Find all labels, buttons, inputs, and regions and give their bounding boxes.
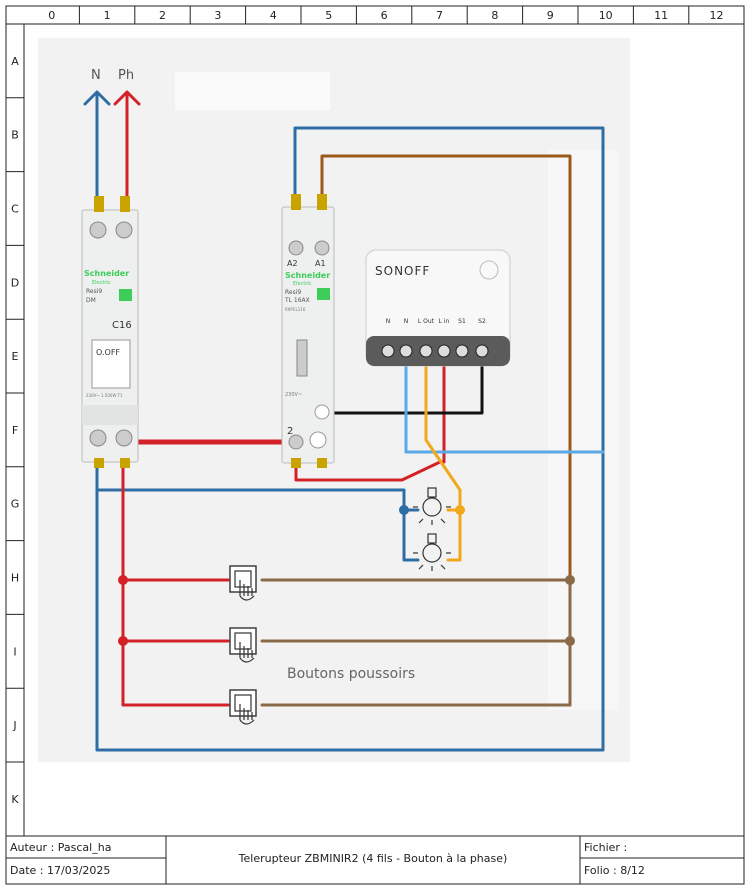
terminal-a1-label: A1 — [315, 259, 326, 268]
terminal-2-label: 2 — [287, 426, 293, 437]
row-label-I: I — [13, 645, 16, 658]
sonoff-terminal-label: S1 — [458, 318, 466, 325]
row-label-K: K — [11, 793, 19, 806]
svg-text:Electric: Electric — [92, 280, 111, 286]
column-label-8: 8 — [491, 9, 498, 22]
phase-sonoff-wire — [294, 350, 446, 482]
row-label-A: A — [11, 55, 19, 68]
drawing-title: Telerupteur ZBMINIR2 (4 fils - Bouton à … — [238, 852, 508, 865]
sonoff-terminal-screw — [455, 344, 469, 358]
author-field: Auteur : Pascal_ha — [10, 841, 111, 854]
home-icon — [119, 289, 132, 301]
sonoff-brand: SONOFF — [375, 264, 430, 278]
breaker-rating: C16 — [112, 320, 132, 331]
svg-text:230V~: 230V~ — [285, 392, 302, 398]
column-label-10: 10 — [599, 9, 613, 22]
sonoff-terminal-label: L in — [439, 318, 450, 325]
pair-button-icon — [479, 260, 499, 280]
relay-command-wire — [328, 350, 484, 415]
row-label-C: C — [11, 203, 19, 216]
column-label-12: 12 — [710, 9, 724, 22]
sonoff-terminal-label: S2 — [478, 318, 486, 325]
neutral-loop-wire — [95, 126, 605, 752]
home-icon — [317, 288, 330, 300]
row-label-B: B — [11, 129, 19, 142]
row-labels: A B C D E F G H I J K — [11, 55, 20, 806]
relay-brand: Schneider — [285, 271, 330, 280]
push-button-1-icon — [229, 565, 257, 601]
neutral-lamp-wire — [95, 488, 420, 562]
pushbuttons-label: Boutons poussoirs — [287, 666, 415, 682]
svg-text:R9PCL116: R9PCL116 — [285, 307, 306, 312]
sonoff-terminal-label: N — [404, 318, 409, 325]
date-field: Date : 17/03/2025 — [10, 864, 110, 877]
phase-arrow-icon — [113, 90, 141, 106]
row-label-D: D — [11, 276, 19, 289]
column-dividers — [78, 6, 690, 24]
column-label-4: 4 — [270, 9, 277, 22]
return-wire — [320, 154, 572, 582]
row-label-G: G — [11, 498, 20, 511]
column-label-2: 2 — [159, 9, 166, 22]
push-button-2-icon — [229, 627, 257, 663]
folio-field: Folio : 8/12 — [584, 864, 645, 877]
lamp-feed-wire — [424, 350, 462, 562]
lamp-2-icon — [413, 533, 451, 571]
sonoff-terminal-screw — [437, 344, 451, 358]
column-label-0: 0 — [48, 9, 55, 22]
column-label-11: 11 — [654, 9, 668, 22]
circuit-breaker: Schneider Electric Resi9 DM C16 O.OFF 23… — [81, 196, 139, 468]
row-dividers — [6, 97, 24, 763]
column-label-3: 3 — [214, 9, 221, 22]
sonoff-terminal-label: N — [386, 318, 391, 325]
svg-text:Resi9: Resi9 — [285, 289, 301, 296]
sonoff-terminal-screw — [381, 344, 395, 358]
column-label-5: 5 — [325, 9, 332, 22]
sonoff-terminal-screw — [419, 344, 433, 358]
column-label-7: 7 — [436, 9, 443, 22]
title-block: Auteur : Pascal_ha Date : 17/03/2025 Tel… — [6, 835, 744, 884]
svg-text:TL 16AX: TL 16AX — [284, 297, 310, 304]
sonoff-module: SONOFF N N L Out L in S1 S2 — [365, 249, 511, 367]
row-label-J: J — [12, 719, 16, 732]
breaker-off-label: O.OFF — [96, 348, 120, 357]
terminal-a2-label: A2 — [287, 259, 298, 268]
row-label-H: H — [11, 572, 19, 585]
row-label-F: F — [12, 424, 18, 437]
phase-button-wire — [121, 463, 230, 707]
sonoff-terminal-screw — [399, 344, 413, 358]
svg-text:230V~ 1.500W T1: 230V~ 1.500W T1 — [86, 393, 123, 398]
sonoff-terminal-label: L Out — [418, 318, 435, 325]
neutral-label: N — [91, 68, 101, 83]
push-button-3-icon — [229, 689, 257, 725]
wires — [83, 90, 605, 752]
lamp-1-icon — [413, 487, 451, 525]
column-label-6: 6 — [381, 9, 388, 22]
neutral-arrow-icon — [83, 90, 111, 106]
svg-text:DM: DM — [86, 297, 96, 304]
column-label-9: 9 — [547, 9, 554, 22]
svg-text:Electric: Electric — [293, 281, 312, 287]
breaker-brand: Schneider — [84, 269, 129, 278]
impulse-relay: A2 A1 Schneider Electric Resi9 TL 16AX R… — [281, 194, 335, 468]
file-field: Fichier : — [584, 841, 627, 854]
phase-label: Ph — [118, 68, 134, 83]
sonoff-neutral-wire — [404, 350, 605, 454]
sonoff-terminal-screw — [475, 344, 489, 358]
column-label-1: 1 — [104, 9, 111, 22]
svg-text:Resi9: Resi9 — [86, 288, 102, 295]
row-label-E: E — [12, 350, 19, 363]
